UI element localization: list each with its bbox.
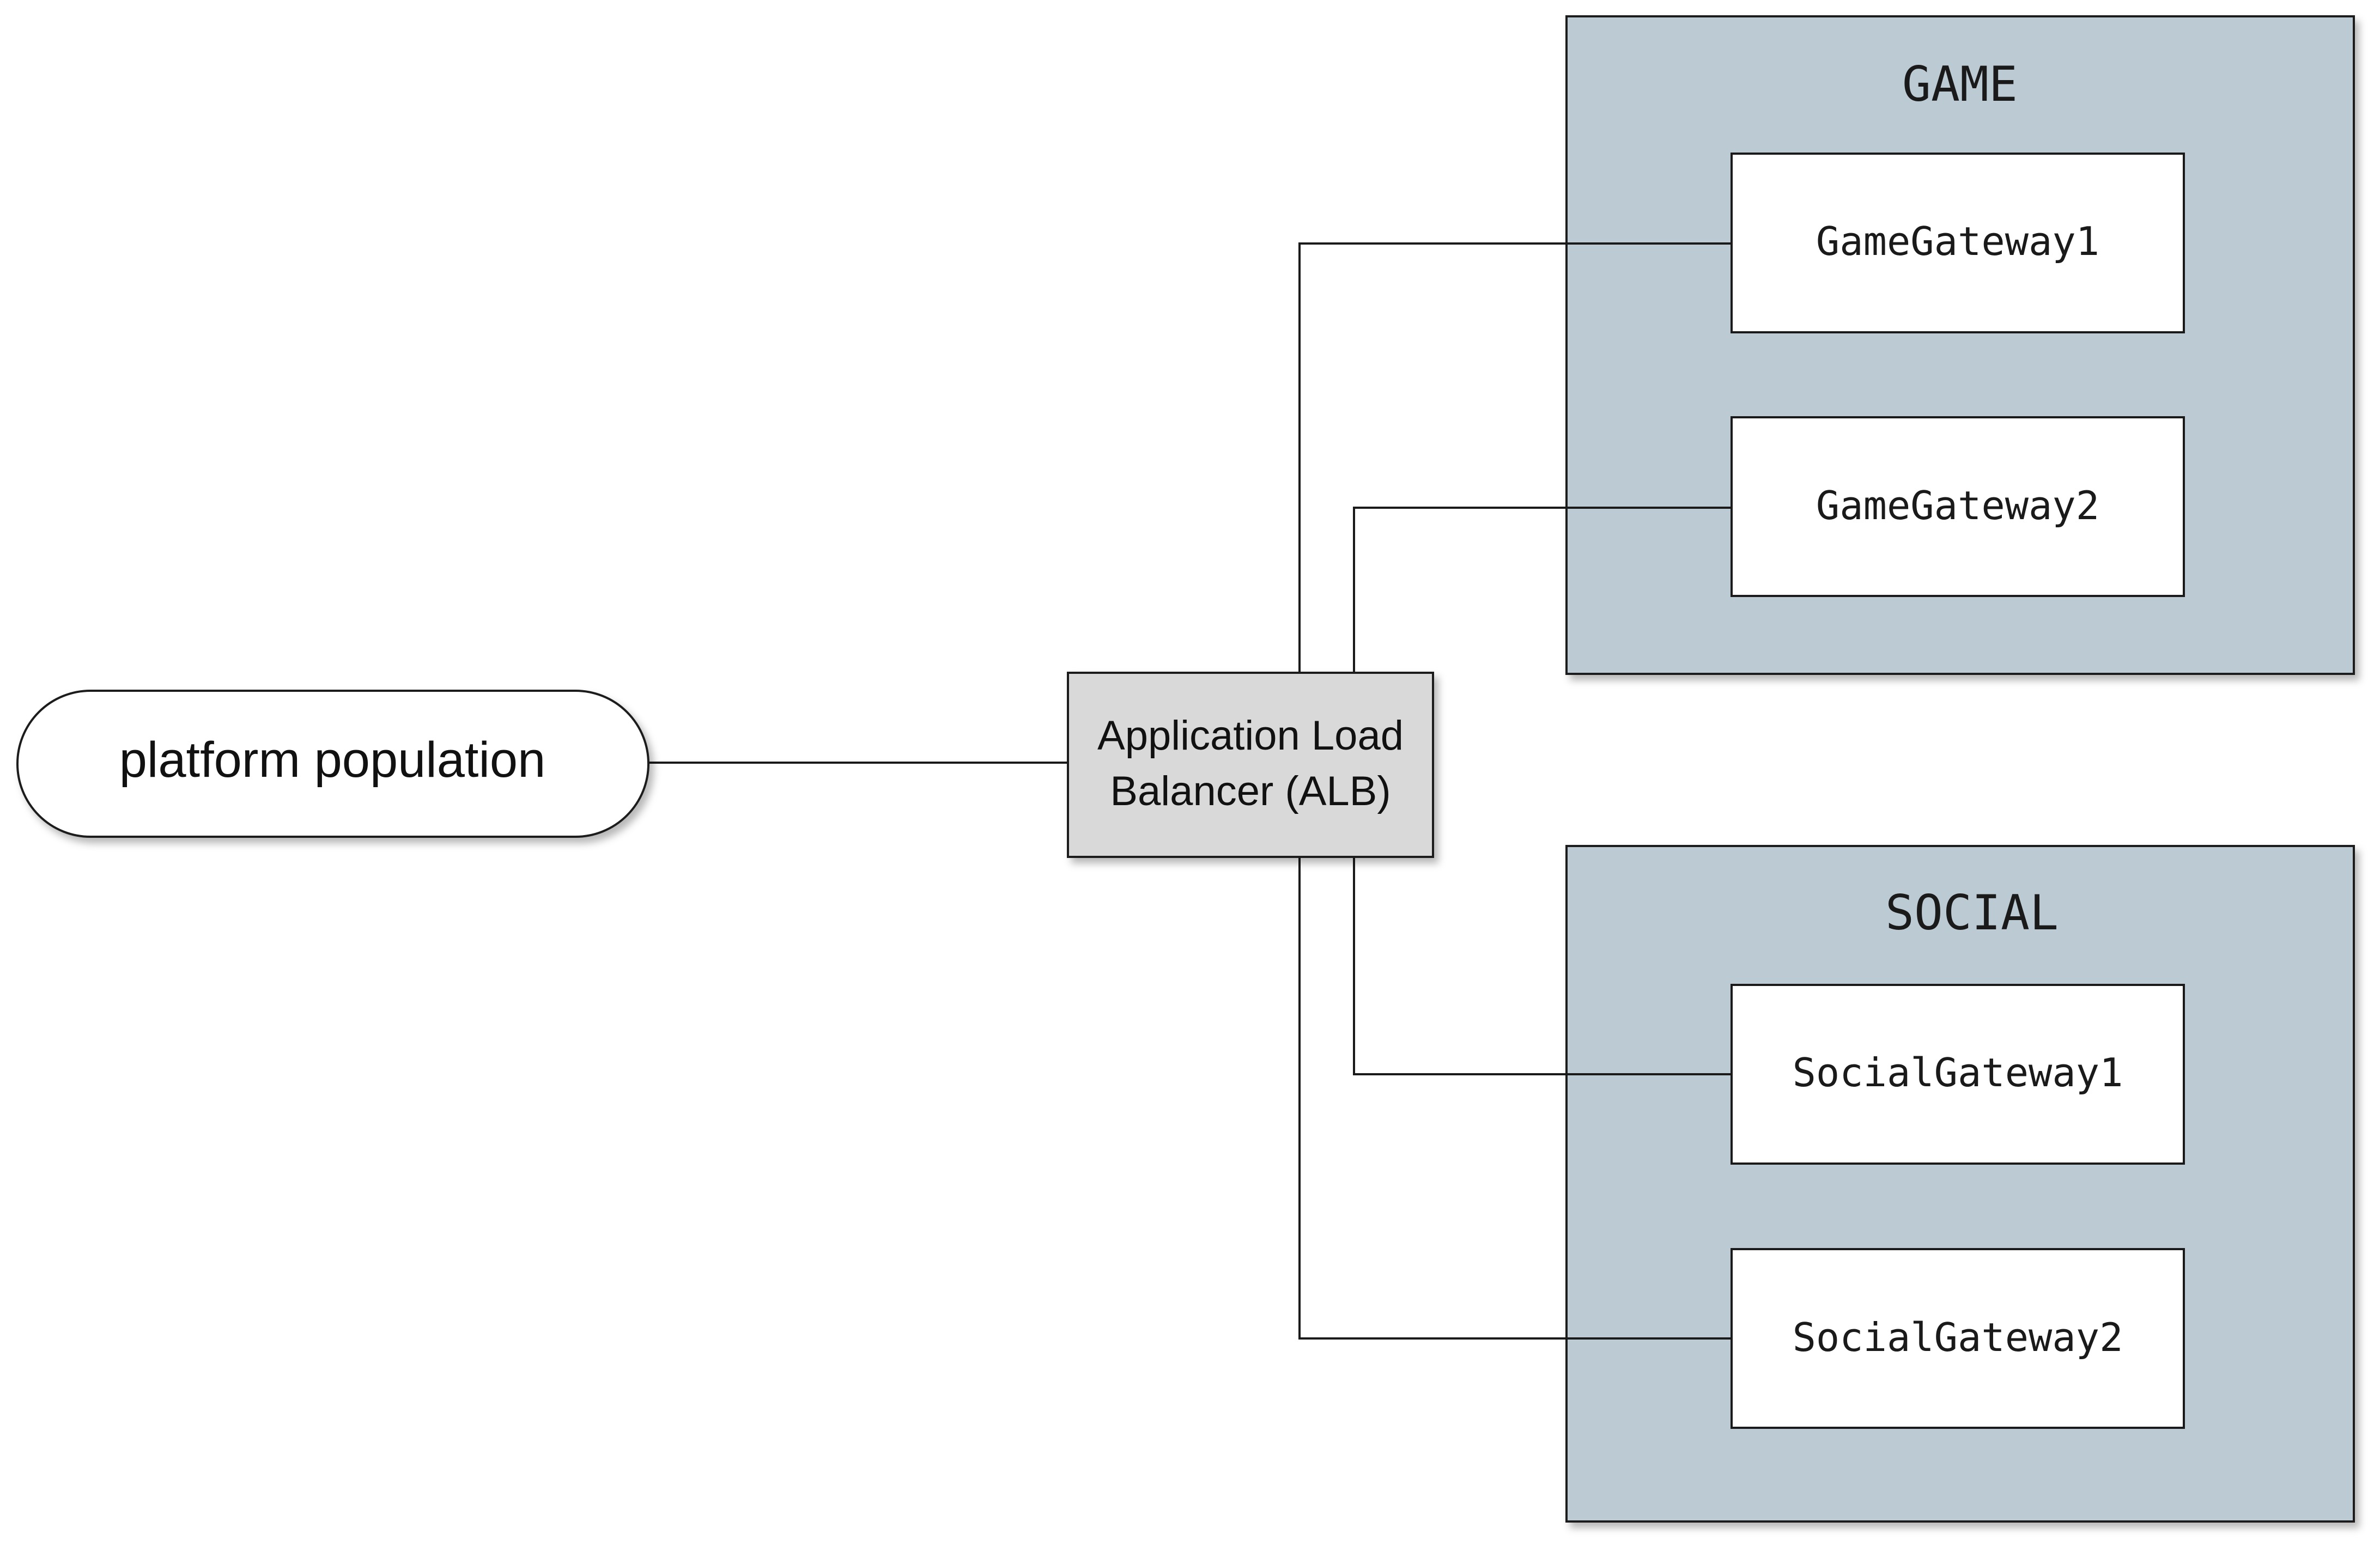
gateway-social-2: SocialGateway2 <box>1731 1248 2185 1429</box>
connector-alb-to-socialgateway1 <box>1353 857 1732 1075</box>
connectors <box>648 242 1732 1340</box>
load-balancer-label-line1: Application Load <box>1097 713 1404 759</box>
source-label: platform population <box>119 732 546 788</box>
social-group-title: SOCIAL <box>1885 885 2059 941</box>
load-balancer-box <box>1067 672 1434 858</box>
load-balancer-label-line2: Balancer (ALB) <box>1110 768 1391 814</box>
gateway-label: SocialGateway1 <box>1793 1050 2123 1095</box>
gateway-box <box>1731 416 2185 597</box>
gateway-game-1: GameGateway1 <box>1731 153 2185 333</box>
connector-alb-to-gamegateway1 <box>1298 242 1732 673</box>
gateway-label: SocialGateway2 <box>1793 1314 2123 1360</box>
game-group-title: GAME <box>1902 56 2018 112</box>
source-node: platform population <box>16 690 649 838</box>
connector-alb-to-gamegateway2 <box>1353 507 1732 673</box>
load-balancer-node: Application Load Balancer (ALB) <box>1067 672 1434 858</box>
gateway-label: GameGateway2 <box>1816 483 2099 528</box>
connector-alb-to-socialgateway2 <box>1298 857 1732 1340</box>
gateway-box <box>1731 984 2185 1165</box>
gateway-label: GameGateway1 <box>1816 218 2099 264</box>
gateway-box <box>1731 1248 2185 1429</box>
gateway-box <box>1731 153 2185 333</box>
gateway-game-2: GameGateway2 <box>1731 416 2185 597</box>
gateway-social-1: SocialGateway1 <box>1731 984 2185 1165</box>
source-pill <box>16 690 649 838</box>
